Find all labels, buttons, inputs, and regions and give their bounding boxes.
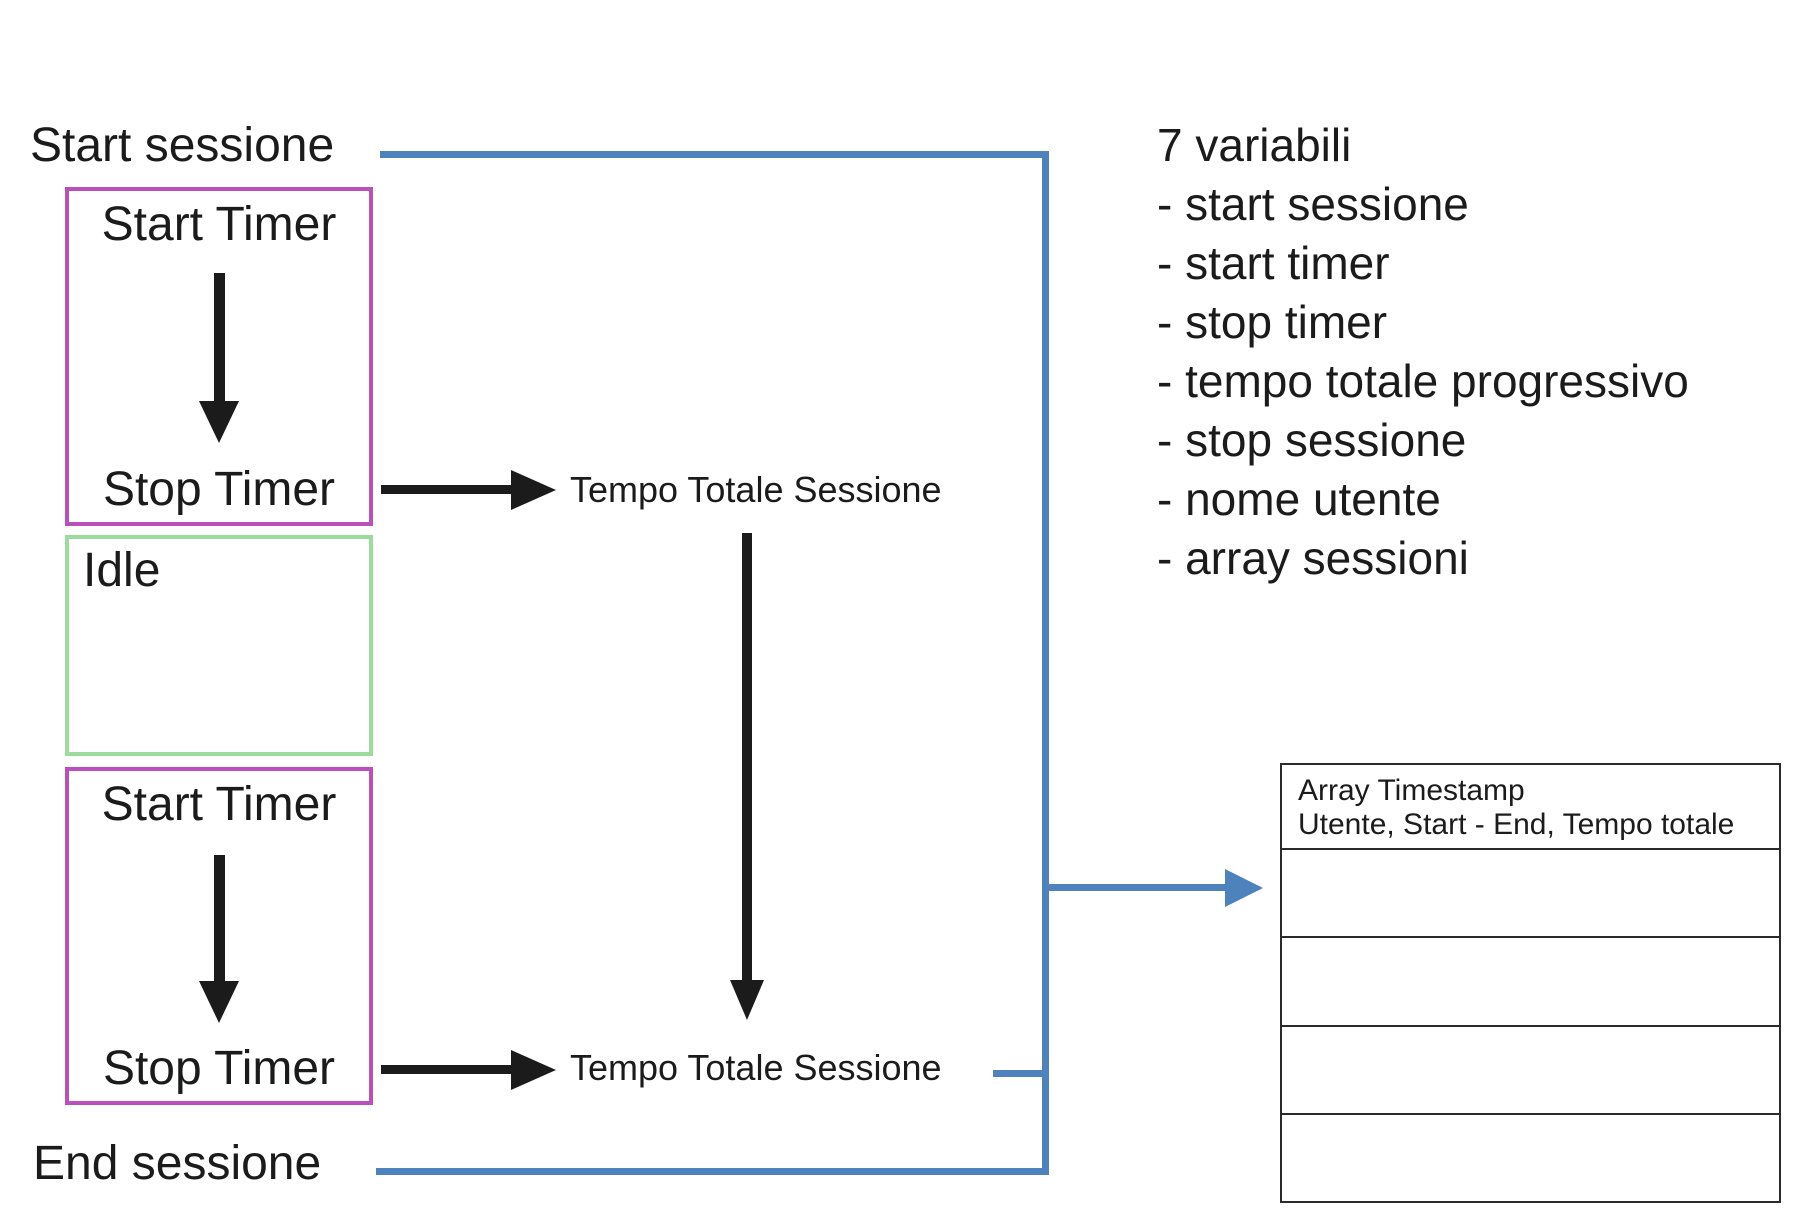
array-table-header-line1: Array Timestamp xyxy=(1298,774,1525,807)
array-table-empty-row xyxy=(1282,850,1779,939)
variables-panel-title: 7 variabili xyxy=(1157,119,1352,171)
array-table-empty-row xyxy=(1282,938,1779,1027)
variables-panel: 7 variabili - start sessione - start tim… xyxy=(1157,116,1689,588)
variable-item: - nome utente xyxy=(1157,473,1441,525)
session-flow-bottom-line xyxy=(376,1168,1042,1175)
timer-cycle-2-box: Start Timer Stop Timer xyxy=(65,767,373,1105)
timer-cycle-1-box: Start Timer Stop Timer xyxy=(65,187,373,526)
timer-1-down-arrow-icon xyxy=(199,273,239,443)
variable-item: - stop sessione xyxy=(1157,414,1467,466)
stop1-to-tempo1-arrowhead-icon xyxy=(511,470,556,510)
stop-timer-1-label: Stop Timer xyxy=(102,463,336,516)
array-table-empty-row xyxy=(1282,1027,1779,1115)
variable-item: - array sessioni xyxy=(1157,532,1469,584)
session-flow-top-line xyxy=(380,151,1048,158)
stop2-to-tempo2-arrow-line xyxy=(381,1065,513,1074)
array-table-header-line2: Utente, Start - End, Tempo totale xyxy=(1298,808,1735,841)
array-timestamp-table: Array Timestamp Utente, Start - End, Tem… xyxy=(1280,763,1781,1203)
session-total-time-1-label: Tempo Totale Sessione xyxy=(570,469,942,510)
session-total-time-2-label: Tempo Totale Sessione xyxy=(570,1047,942,1088)
start-session-label: Start sessione xyxy=(30,119,335,172)
variable-item: - tempo totale progressivo xyxy=(1157,355,1689,407)
array-table-empty-row xyxy=(1282,1115,1779,1201)
session-to-table-arrowhead-icon xyxy=(1225,869,1263,907)
timer-2-down-arrow-icon xyxy=(199,855,239,1023)
stop2-to-tempo2-arrowhead-icon xyxy=(511,1050,556,1090)
stop-timer-2-label: Stop Timer xyxy=(102,1042,336,1095)
array-table-header: Array Timestamp Utente, Start - End, Tem… xyxy=(1282,765,1779,850)
session-flow-vertical-line xyxy=(1042,151,1049,1175)
session-to-table-arrow-line xyxy=(1049,884,1227,891)
variable-item: - start timer xyxy=(1157,237,1390,289)
variable-item: - start sessione xyxy=(1157,178,1469,230)
idle-box: Idle xyxy=(65,535,373,756)
tempo2-to-flow-connector-line xyxy=(993,1070,1042,1077)
start-timer-2-label: Start Timer xyxy=(101,778,337,831)
idle-label: Idle xyxy=(83,544,161,597)
stop1-to-tempo1-arrow-line xyxy=(381,485,513,494)
tempo1-to-tempo2-arrow-icon xyxy=(730,533,764,1020)
start-timer-1-label: Start Timer xyxy=(101,198,337,251)
end-session-label: End sessione xyxy=(33,1137,322,1190)
variable-item: - stop timer xyxy=(1157,296,1388,348)
